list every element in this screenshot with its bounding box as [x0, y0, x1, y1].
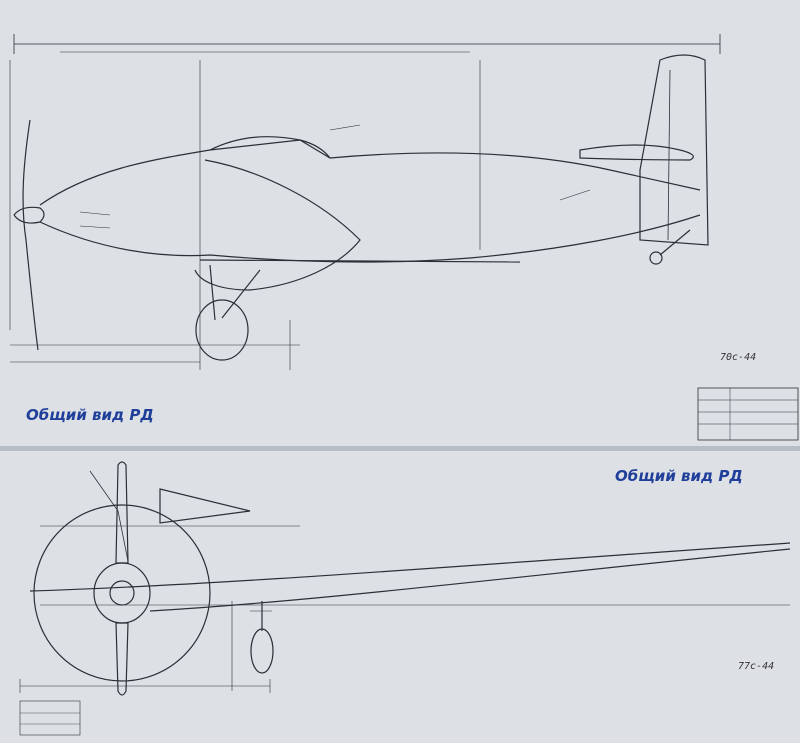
caption-top: Общий вид РД [26, 406, 154, 424]
wing-trailing-edge [149, 548, 791, 612]
drawing-stamp-bottom: 77с-44 [738, 661, 775, 672]
fuselage-bottom [39, 214, 701, 263]
propeller-blade-lower [115, 622, 129, 696]
propeller-spinner [13, 206, 45, 224]
propeller-blade [22, 119, 39, 351]
propeller-blade-upper [115, 461, 129, 564]
wing-section [194, 159, 361, 291]
fuselage-front [93, 562, 151, 624]
panel-divider [0, 446, 800, 451]
landing-gear-strut [209, 264, 216, 321]
stabilizer-front [159, 488, 251, 524]
tail-wheel [649, 251, 663, 265]
wing-chord-line [199, 259, 521, 263]
side-view-drawing [9, 34, 799, 441]
fuselage-top [39, 139, 701, 206]
propeller-disc [33, 504, 211, 682]
horizontal-stabilizer [579, 144, 694, 161]
landing-gear-wheel [195, 299, 249, 361]
front-view-drawing-panel: Общий вид РД 77с-44 [0, 451, 800, 743]
tail-fin [639, 54, 709, 246]
drawing-stamp-top: 70с-44 [720, 352, 757, 363]
front-view-drawing [19, 461, 791, 736]
side-view-drawing-panel: Общий вид РД 70с-44 [0, 0, 800, 446]
spinner-front [109, 580, 135, 606]
landing-gear-wheel-front [250, 628, 274, 674]
canopy [209, 136, 331, 159]
caption-bottom: Общий вид РД [615, 467, 743, 485]
title-block-front [19, 700, 81, 736]
wing-leading-edge [29, 542, 791, 592]
title-block [697, 387, 799, 441]
